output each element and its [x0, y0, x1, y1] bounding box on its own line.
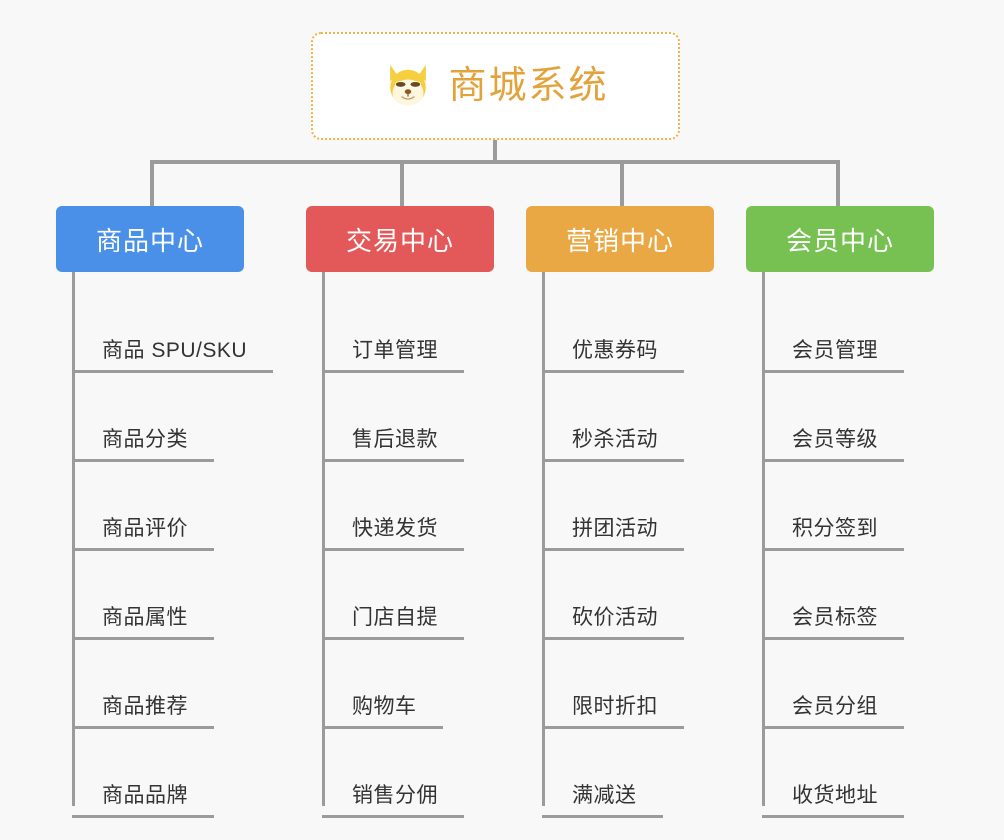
category-header-product-center[interactable]: 商品中心: [56, 206, 244, 272]
connector-drop-trade-center: [400, 160, 404, 208]
leaf-label: 销售分佣: [352, 783, 438, 807]
leaf-label: 会员分组: [792, 694, 878, 718]
leaf-list-member-center: 会员管理 会员等级 积分签到 会员标签 会员分组 收货地址: [746, 272, 934, 818]
leaf-spine: [322, 272, 325, 806]
leaf-spine: [762, 272, 765, 806]
list-item[interactable]: 销售分佣: [306, 729, 494, 818]
leaf-label: 满减送: [572, 783, 637, 807]
list-item[interactable]: 商品属性: [56, 551, 244, 640]
leaf-label: 商品 SPU/SKU: [102, 338, 248, 362]
leaf-label: 门店自提: [352, 605, 438, 629]
category-label: 会员中心: [785, 225, 894, 256]
list-item[interactable]: 收货地址: [746, 729, 934, 818]
list-item[interactable]: 商品评价: [56, 462, 244, 551]
leaf-label: 会员标签: [792, 605, 878, 629]
list-item[interactable]: 门店自提: [306, 551, 494, 640]
leaf-label: 会员管理: [792, 338, 878, 362]
leaf-label: 积分签到: [792, 516, 878, 540]
category-label: 交易中心: [345, 225, 454, 256]
column-trade-center: 交易中心 订单管理 售后退款 快递发货 门店自提 购物车 销售分佣: [306, 206, 494, 818]
list-item[interactable]: 会员分组: [746, 640, 934, 729]
list-item[interactable]: 购物车: [306, 640, 494, 729]
leaf-label: 订单管理: [352, 338, 438, 362]
category-header-marketing-center[interactable]: 营销中心: [526, 206, 714, 272]
list-item[interactable]: 商品品牌: [56, 729, 244, 818]
list-item[interactable]: 限时折扣: [526, 640, 714, 729]
list-item[interactable]: 商品分类: [56, 373, 244, 462]
leaf-spine: [542, 272, 545, 806]
connector-horizontal-bus: [150, 160, 838, 164]
leaf-label: 商品属性: [102, 605, 188, 629]
leaf-label: 商品分类: [102, 427, 188, 451]
list-item[interactable]: 满减送: [526, 729, 714, 818]
dog-face-icon: [390, 64, 427, 106]
leaf-spine: [72, 272, 75, 806]
leaf-label: 会员等级: [792, 427, 878, 451]
connector-drop-marketing-center: [620, 160, 624, 208]
list-item[interactable]: 优惠券码: [526, 284, 714, 373]
list-item[interactable]: 积分签到: [746, 462, 934, 551]
leaf-label: 优惠券码: [572, 338, 658, 362]
leaf-list-marketing-center: 优惠券码 秒杀活动 拼团活动 砍价活动 限时折扣 满减送: [526, 272, 714, 818]
list-item[interactable]: 快递发货: [306, 462, 494, 551]
category-label: 商品中心: [95, 225, 204, 256]
list-item[interactable]: 秒杀活动: [526, 373, 714, 462]
leaf-label: 售后退款: [352, 427, 438, 451]
list-item[interactable]: 砍价活动: [526, 551, 714, 640]
leaf-label: 商品推荐: [102, 694, 188, 718]
root-node[interactable]: 商城系统: [311, 32, 680, 140]
column-product-center: 商品中心 商品 SPU/SKU 商品分类 商品评价 商品属性 商品推荐 商品品牌: [56, 206, 274, 818]
leaf-label: 商品品牌: [102, 783, 188, 807]
root-title: 商城系统: [448, 65, 609, 107]
column-marketing-center: 营销中心 优惠券码 秒杀活动 拼团活动 砍价活动 限时折扣 满减送: [526, 206, 714, 818]
list-item[interactable]: 订单管理: [306, 284, 494, 373]
leaf-label: 购物车: [352, 694, 417, 718]
list-item[interactable]: 会员等级: [746, 373, 934, 462]
list-item[interactable]: 商品推荐: [56, 640, 244, 729]
column-member-center: 会员中心 会员管理 会员等级 积分签到 会员标签 会员分组 收货地址: [746, 206, 934, 818]
leaf-label: 限时折扣: [572, 694, 658, 718]
connector-root-stem: [493, 140, 497, 162]
category-header-member-center[interactable]: 会员中心: [746, 206, 934, 272]
category-label: 营销中心: [565, 225, 674, 256]
leaf-label: 拼团活动: [572, 516, 658, 540]
list-item[interactable]: 拼团活动: [526, 462, 714, 551]
connector-drop-product-center: [150, 160, 154, 208]
list-item[interactable]: 会员标签: [746, 551, 934, 640]
leaf-label: 快递发货: [352, 516, 438, 540]
leaf-label: 秒杀活动: [572, 427, 658, 451]
leaf-label: 砍价活动: [572, 605, 658, 629]
leaf-list-trade-center: 订单管理 售后退款 快递发货 门店自提 购物车 销售分佣: [306, 272, 494, 818]
category-header-trade-center[interactable]: 交易中心: [306, 206, 494, 272]
leaf-list-product-center: 商品 SPU/SKU 商品分类 商品评价 商品属性 商品推荐 商品品牌: [56, 272, 274, 818]
list-item[interactable]: 售后退款: [306, 373, 494, 462]
list-item[interactable]: 会员管理: [746, 284, 934, 373]
leaf-label: 商品评价: [102, 516, 188, 540]
leaf-label: 收货地址: [792, 783, 878, 807]
list-item[interactable]: 商品 SPU/SKU: [56, 284, 274, 373]
connector-drop-member-center: [836, 160, 840, 208]
